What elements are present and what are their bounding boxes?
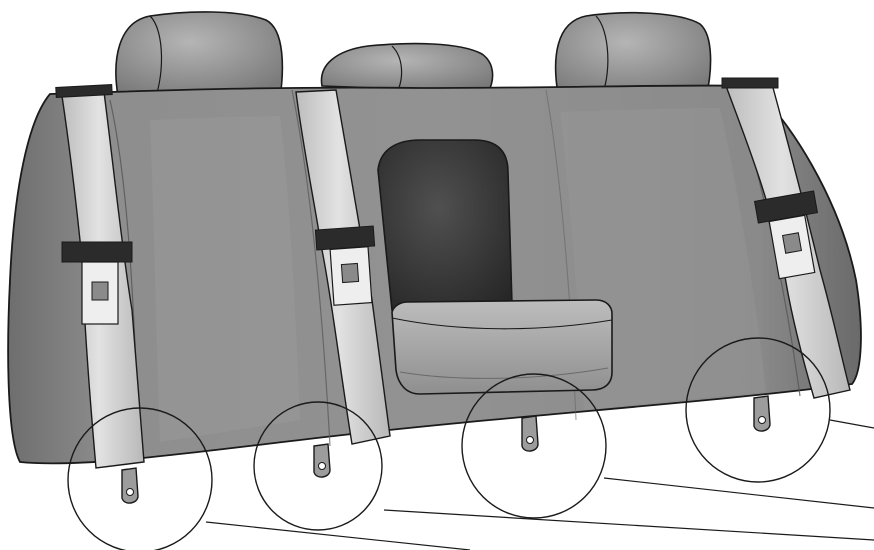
headrest-center [321,44,492,94]
belt-left-guide-clip [62,242,132,262]
leader-line-2 [384,510,874,540]
belt-right-top-guide [722,78,778,88]
anchor-1 [122,468,138,503]
center-armrest [392,300,612,394]
anchor-3 [522,416,538,451]
leader-line-3 [604,478,874,508]
leader-line-4 [830,420,874,428]
anchor-2 [314,444,330,477]
passthrough-opening [378,140,512,310]
anchor-4 [754,396,770,431]
